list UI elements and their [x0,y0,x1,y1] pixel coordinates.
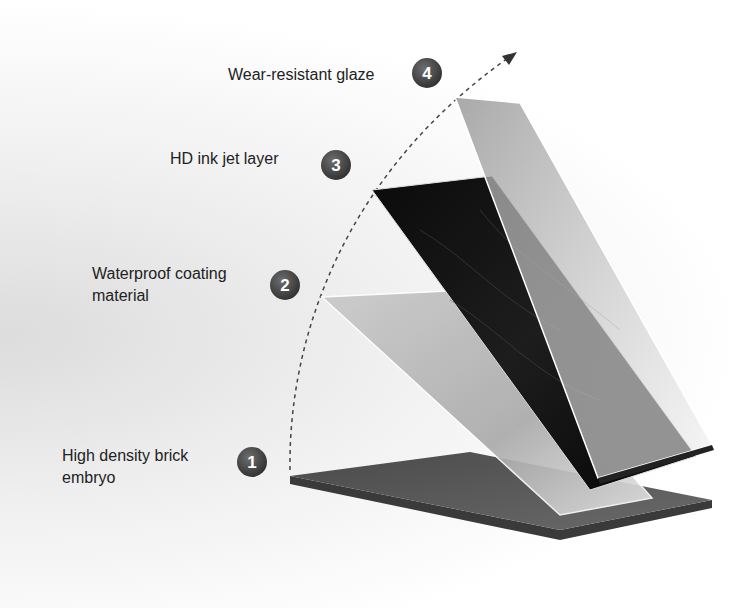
callout-number: 2 [269,269,301,301]
callout-circle: 3 [320,149,352,181]
callout-number: 1 [236,446,268,478]
layer-label: Wear-resistant glaze [228,64,408,86]
layer-label: High density brick embryo [62,445,224,489]
callout-circle: 4 [411,57,443,89]
callout-circle: 1 [236,446,268,478]
callout-circle: 2 [269,269,301,301]
callout-number: 4 [411,57,443,89]
layer-label: HD ink jet layer [170,148,320,170]
layer-label: Waterproof coating material [92,263,260,307]
callout-number: 3 [320,149,352,181]
